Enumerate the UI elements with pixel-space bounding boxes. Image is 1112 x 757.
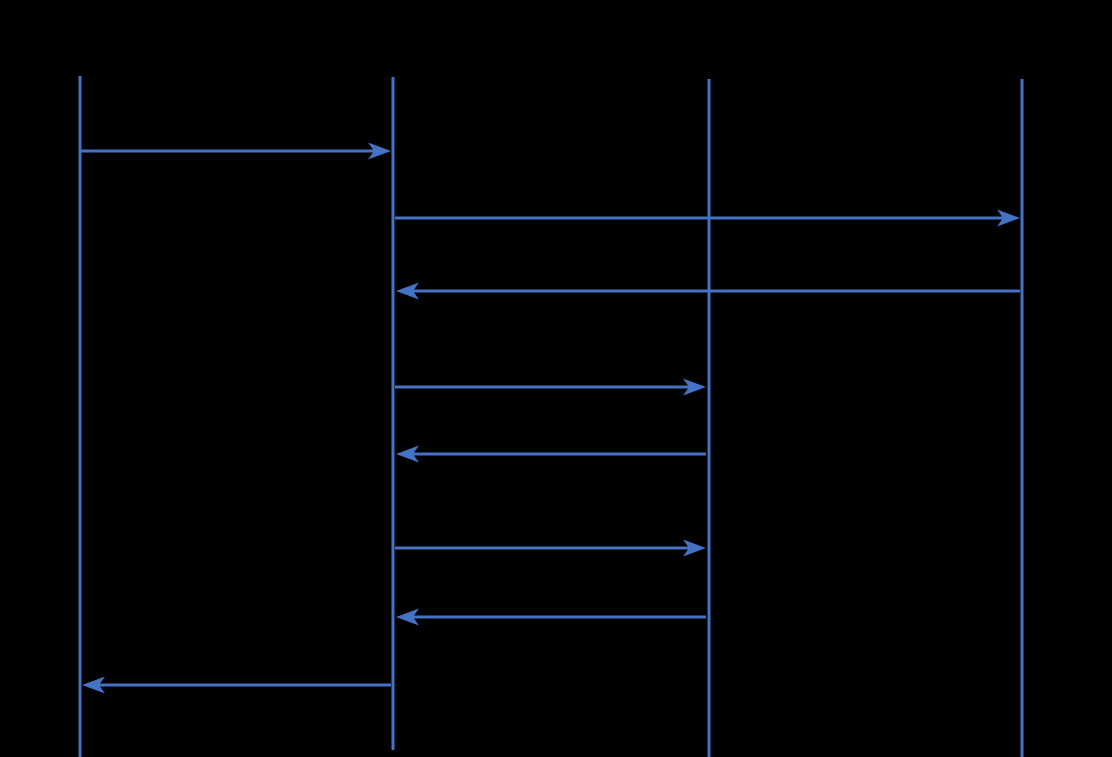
message-arrow-7 — [396, 608, 706, 626]
message-arrow-6-head-right-icon — [683, 539, 706, 557]
message-arrow-8 — [82, 676, 391, 694]
message-arrow-4 — [395, 378, 706, 396]
message-arrow-4-head-right-icon — [683, 378, 706, 396]
message-arrow-5-head-left-icon — [396, 445, 419, 463]
message-arrow-8-head-left-icon — [82, 676, 105, 694]
message-arrow-6 — [395, 539, 706, 557]
message-arrow-3 — [396, 282, 1020, 300]
message-arrow-2-head-right-icon — [997, 209, 1020, 227]
message-arrow-3-head-left-icon — [396, 282, 419, 300]
message-arrow-1-head-right-icon — [368, 142, 391, 160]
message-arrow-5 — [396, 445, 706, 463]
message-arrow-1 — [81, 142, 391, 160]
message-arrow-2 — [395, 209, 1020, 227]
message-arrow-7-head-left-icon — [396, 608, 419, 626]
